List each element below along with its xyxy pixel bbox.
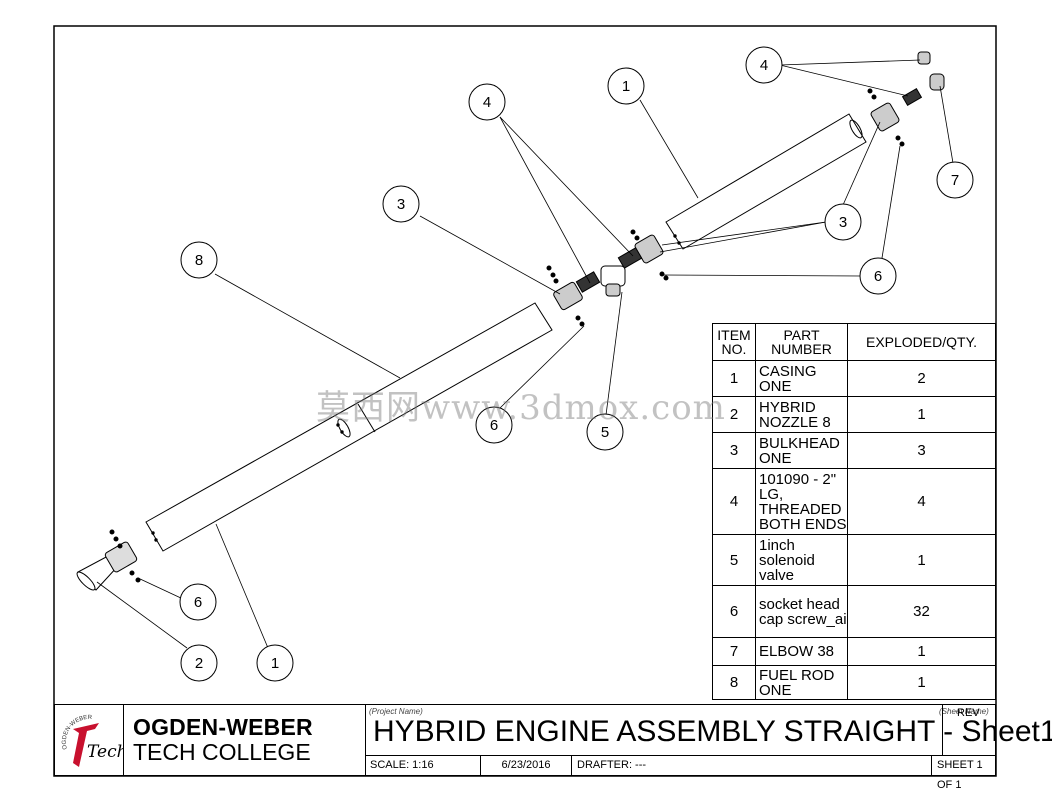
bom-part-number: BULKHEAD ONE: [755, 432, 848, 469]
callout-8: 8: [180, 241, 218, 279]
svg-text:4: 4: [483, 94, 491, 111]
bom-qty: 4: [847, 468, 996, 535]
callout-2: 2: [180, 644, 218, 682]
callout-6-middle: 6: [475, 406, 513, 444]
svg-text:1: 1: [271, 655, 279, 672]
svg-text:6: 6: [874, 268, 882, 285]
svg-text:1: 1: [622, 78, 630, 95]
leader-lines: [96, 59, 954, 649]
table-row: 2 HYBRID NOZZLE 8 1: [712, 396, 996, 433]
logo-tech-text: Tech: [87, 742, 123, 762]
bulkhead-1: [553, 281, 583, 311]
bom-header-qty: EXPLODED/QTY.: [847, 323, 996, 361]
bom-part-number: ELBOW 38: [755, 637, 848, 666]
college-name-line2: TECH COLLEGE: [133, 739, 311, 765]
bom-qty: 1: [847, 534, 996, 586]
bill-of-materials-table: ITEM NO. PART NUMBER EXPLODED/QTY. 1 CAS…: [712, 323, 996, 700]
callout-7: 7: [936, 161, 974, 199]
table-row: 4 101090 - 2" LG, THREADED BOTH ENDS 4: [712, 468, 996, 535]
college-logo: OGDEN-WEBER Tech: [55, 705, 128, 775]
title-area: (Project Name) (Sheet Name) HYBRID ENGIN…: [365, 705, 1052, 756]
table-row: 3 BULKHEAD ONE 3: [712, 432, 996, 469]
logo-t-mark: [73, 723, 99, 767]
svg-text:5: 5: [601, 424, 609, 441]
bom-header-row: ITEM NO. PART NUMBER EXPLODED/QTY.: [712, 323, 996, 361]
bom-header-item: ITEM NO.: [712, 323, 756, 361]
bom-header-part: PART NUMBER: [755, 323, 848, 361]
title-block: OGDEN-WEBER Tech OGDEN-WEBER TECH COLLEG…: [54, 704, 1052, 791]
bom-item-no: 6: [712, 585, 756, 638]
bom-item-no: 5: [712, 534, 756, 586]
bom-part-number: 1inch solenoid valve: [755, 534, 848, 586]
bom-qty: 32: [847, 585, 996, 638]
project-name-label: (Project Name): [369, 707, 423, 716]
rev-label: REV: [957, 707, 980, 719]
casing-tube: [665, 113, 867, 250]
callout-6-right: 6: [859, 257, 897, 295]
svg-text:4: 4: [760, 57, 768, 74]
date-field: 6/23/2016: [481, 755, 572, 775]
bom-item-no: 7: [712, 637, 756, 666]
bom-item-no: 4: [712, 468, 756, 535]
callout-6-left: 6: [179, 583, 217, 621]
svg-text:3: 3: [839, 214, 847, 231]
svg-text:7: 7: [951, 172, 959, 189]
table-row: 7 ELBOW 38 1: [712, 637, 996, 666]
bom-part-number: socket head cap screw_ai: [755, 585, 848, 638]
bom-item-no: 8: [712, 665, 756, 700]
title-block-footer: SCALE: 1:16 6/23/2016 DRAFTER: --- SHEET…: [365, 755, 995, 791]
assembly-drawing: [76, 51, 945, 591]
callout-3-left: 3: [382, 185, 420, 223]
bulkhead-3: [870, 102, 900, 132]
sheet-border: [53, 25, 997, 777]
table-row: 6 socket head cap screw_ai 32: [712, 585, 996, 638]
bom-item-no: 1: [712, 360, 756, 397]
fuel-rod-tube: [145, 302, 553, 552]
sheet-name-label: (Sheet Name): [939, 707, 989, 716]
svg-text:3: 3: [397, 196, 405, 213]
callout-4-top-right: 4: [745, 46, 783, 84]
table-row: 8 FUEL ROD ONE 1: [712, 665, 996, 700]
bom-part-number: 101090 - 2" LG, THREADED BOTH ENDS: [755, 468, 848, 535]
bom-qty: 1: [847, 665, 996, 700]
svg-text:6: 6: [194, 594, 202, 611]
bom-qty: 2: [847, 360, 996, 397]
threaded-pipe-3: [901, 87, 923, 107]
table-row: 5 1inch solenoid valve 1: [712, 534, 996, 586]
sheet-number-field: SHEET 1 OF 1: [937, 759, 983, 791]
svg-text:2: 2: [195, 655, 203, 672]
svg-text:6: 6: [490, 417, 498, 434]
callout-3-right: 3: [824, 203, 862, 241]
college-name-line1: OGDEN-WEBER: [133, 714, 313, 740]
threaded-pipe-2: [617, 247, 643, 269]
watermark-text: 莫西网www.3dmox.com: [316, 388, 726, 428]
solenoid-valve: [600, 265, 626, 287]
callout-5: 5: [586, 413, 624, 451]
bom-part-number: FUEL ROD ONE: [755, 665, 848, 700]
svg-text:8: 8: [195, 252, 203, 269]
revision-box: REV: [942, 705, 995, 755]
callout-1-bottom: 1: [256, 644, 294, 682]
callout-balloons: 4 1 4 7 3 3 8 6 6 5 6 2 1: [179, 46, 974, 682]
drawing-title: HYBRID ENGINE ASSEMBLY STRAIGHT - Sheet1: [373, 715, 1052, 748]
drafter-field: DRAFTER: ---: [572, 755, 932, 775]
bom-part-number: HYBRID NOZZLE 8: [755, 396, 848, 433]
bom-qty: 1: [847, 396, 996, 433]
scale-field: SCALE: 1:16: [365, 755, 481, 775]
bom-item-no: 3: [712, 432, 756, 469]
college-name: OGDEN-WEBER TECH COLLEGE: [123, 705, 366, 775]
elbow: [929, 73, 945, 91]
threaded-pipe-1: [575, 271, 601, 293]
bom-qty: 1: [847, 637, 996, 666]
callout-4-middle: 4: [468, 83, 506, 121]
callout-1-top: 1: [607, 67, 645, 105]
bom-part-number: CASING ONE: [755, 360, 848, 397]
screws: [109, 88, 905, 583]
table-row: 1 CASING ONE 2: [712, 360, 996, 397]
bom-qty: 3: [847, 432, 996, 469]
